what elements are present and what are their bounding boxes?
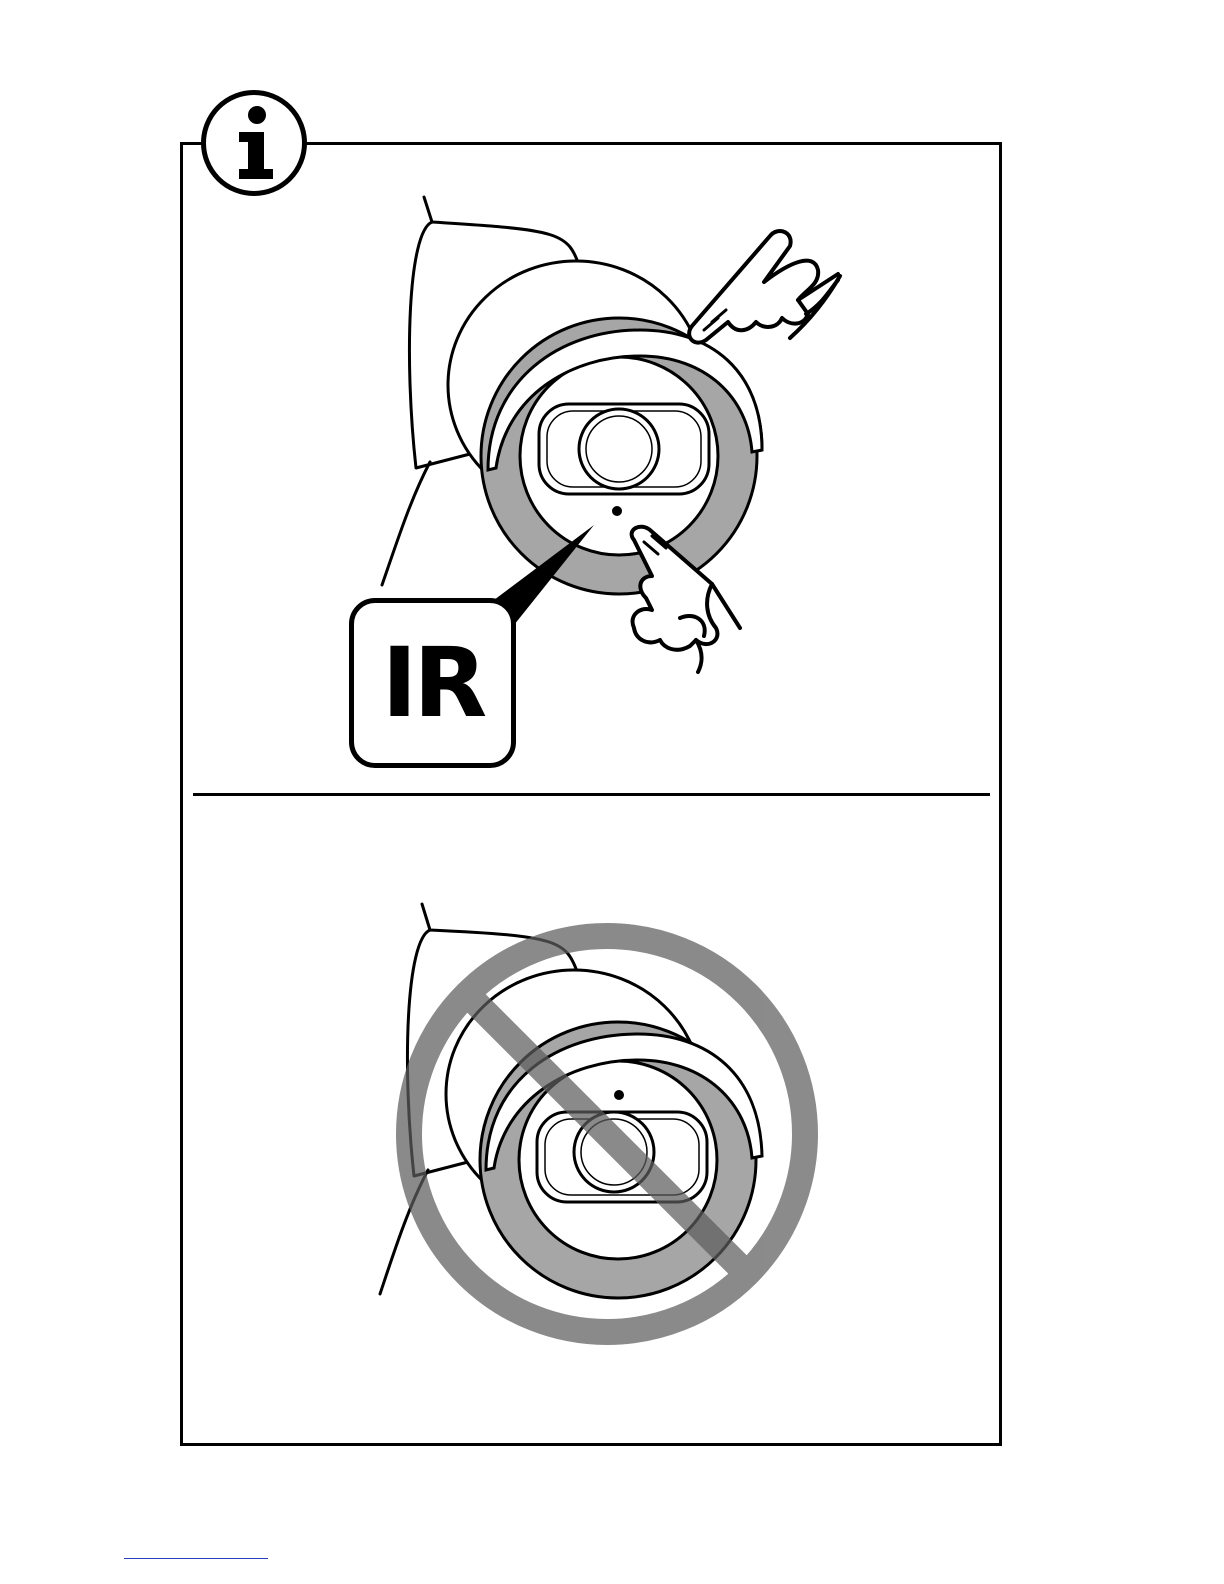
info-icon <box>201 90 307 196</box>
ir-label: IR <box>349 598 516 768</box>
footer-rule <box>124 1558 268 1559</box>
ir-sensor-dot-2 <box>614 1090 624 1100</box>
